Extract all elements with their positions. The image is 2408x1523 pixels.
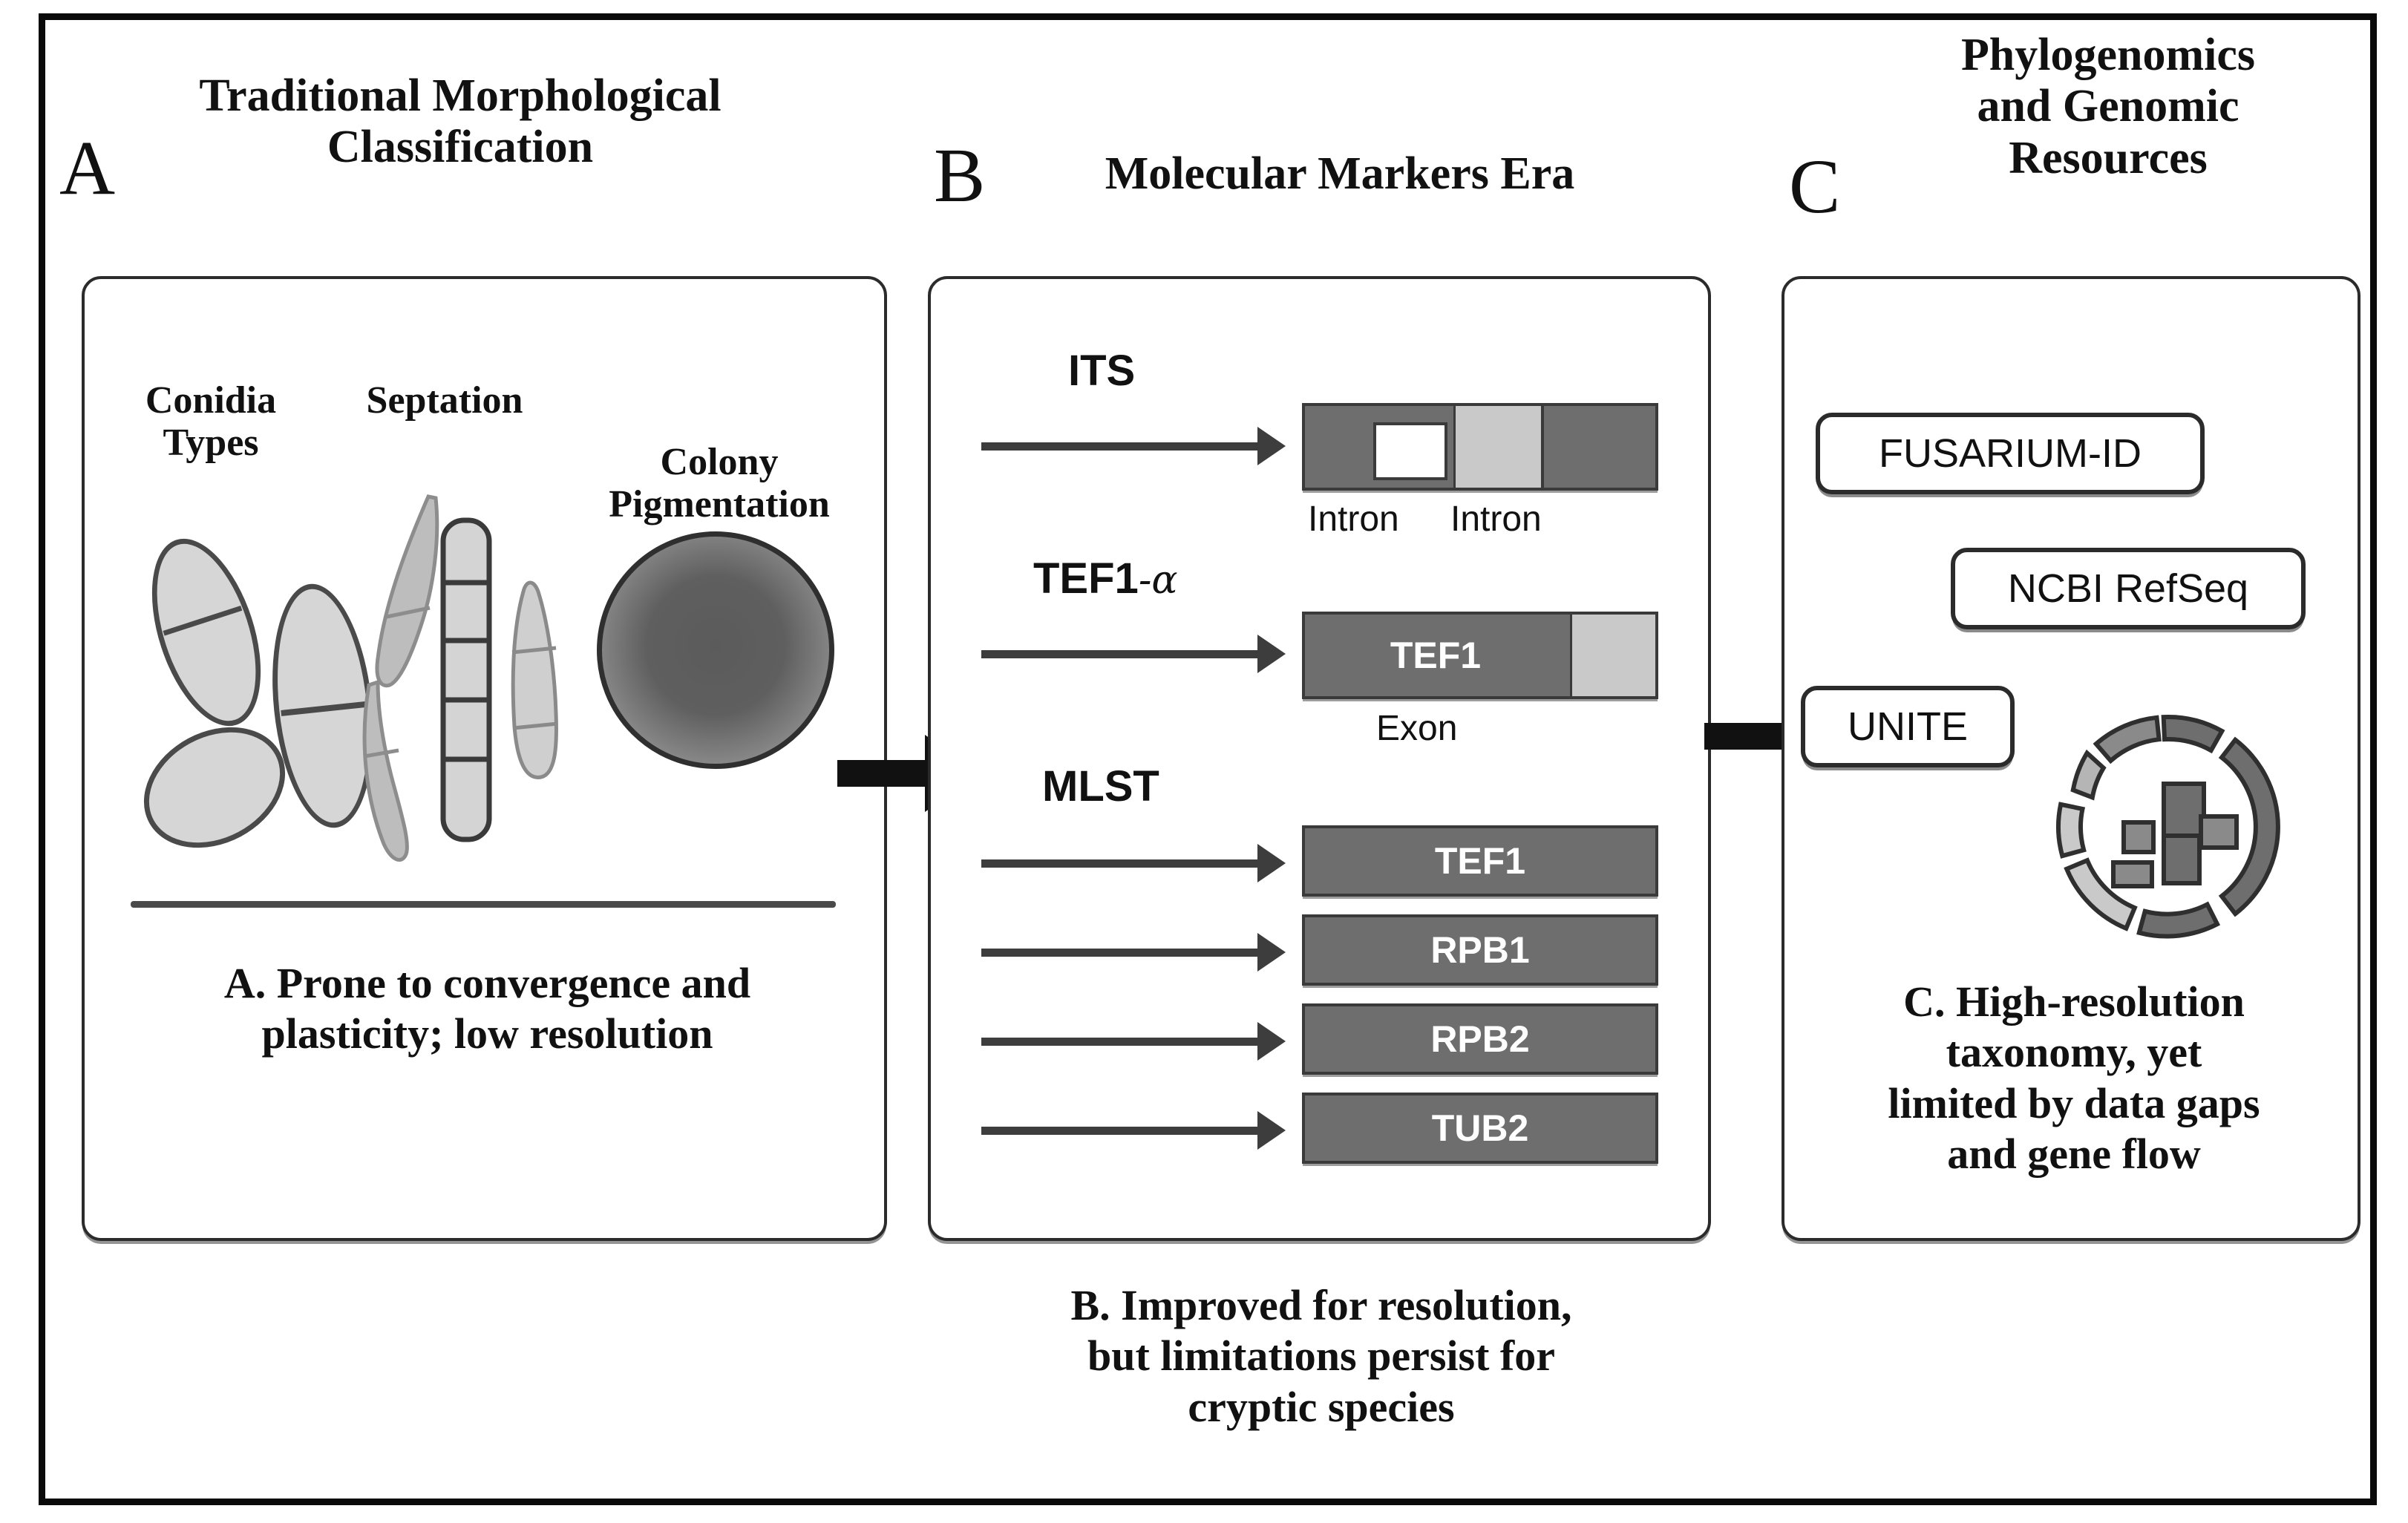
- macroconidium-septate: [440, 517, 492, 842]
- panel-box-c: FUSARIUM-ID NCBI RefSeq UNITE: [1782, 276, 2360, 1241]
- panel-title-a: Traditional Morphological Classification: [134, 71, 787, 174]
- septa-group: [445, 580, 488, 762]
- sublabel-intron-right: Intron: [1450, 500, 1542, 539]
- panel-title-c-line1: Phylogenomics: [1960, 30, 2256, 80]
- panel-letter-c: C: [1789, 144, 1841, 229]
- marker-label-tef1a: TEF1-α: [1033, 557, 1178, 600]
- gene-bar-mlst-rpb1: RPB1: [1302, 914, 1658, 986]
- arc-segment-7: [2070, 749, 2107, 801]
- panel-caption-a-line1: A. Prone to convergence and: [223, 959, 751, 1007]
- arrow-shaft: [981, 1038, 1263, 1046]
- panel-caption-a: A. Prone to convergence and plasticity; …: [99, 958, 875, 1060]
- genome-block-2: [2162, 833, 2202, 885]
- genome-block-4: [2121, 820, 2156, 854]
- right-arrow-icon: [1257, 1022, 1286, 1061]
- gene-bar-mlst-rpb1-label: RPB1: [1430, 929, 1530, 971]
- sublabel-exon: Exon: [1376, 709, 1458, 748]
- colony-pigmentation-icon: [597, 531, 834, 769]
- arrow-shaft: [981, 1127, 1263, 1135]
- sublabel-conidia-types: Conidia Types: [107, 379, 315, 464]
- sublabel-conidia-line2: Types: [163, 422, 259, 465]
- panel-letter-b: B: [934, 133, 986, 218]
- genome-block-1: [2162, 782, 2206, 844]
- panel-box-a: Conidia Types Septation Colony Pigmentat…: [82, 276, 887, 1241]
- sublabel-colony-pigmentation: Colony Pigmentation: [560, 441, 879, 525]
- septum: [163, 606, 243, 636]
- macroconidium-curved-1: [375, 494, 439, 688]
- panel-box-b: ITS Intron Intron TEF1-α TEF1 Exon MLST …: [928, 276, 1711, 1241]
- marker-label-tef1a-greek: -α: [1138, 558, 1178, 603]
- db-chip-unite[interactable]: UNITE: [1801, 686, 2015, 767]
- its-divider: [1541, 406, 1544, 488]
- sublabel-colony-line2: Pigmentation: [609, 483, 830, 526]
- arrow-shaft: [981, 949, 1263, 957]
- genome-circos-icon: [2056, 715, 2280, 939]
- septum: [364, 748, 399, 759]
- db-chip-ncbi-refseq[interactable]: NCBI RefSeq: [1951, 548, 2306, 629]
- panel-caption-c-line3: limited by data gaps: [1888, 1078, 2260, 1127]
- arrow-shaft: [981, 859, 1263, 868]
- right-arrow-icon: [1257, 933, 1286, 972]
- panel-caption-b: B. Improved for resolution, but limitati…: [913, 1280, 1730, 1432]
- panel-title-c-line2: and Genomic: [1977, 81, 2239, 132]
- right-arrow-icon: [1257, 1111, 1286, 1150]
- marker-label-its: ITS: [1068, 347, 1136, 395]
- panel-caption-b-line1: B. Improved for resolution,: [1070, 1281, 1572, 1329]
- septum: [386, 606, 431, 619]
- gene-bar-its: [1302, 403, 1658, 491]
- arc-segment-3: [2218, 736, 2280, 917]
- arc-segment-5: [2064, 857, 2138, 931]
- panel-caption-b-line3: cryptic species: [1188, 1382, 1455, 1431]
- panel-title-c-line3: Resources: [2009, 132, 2208, 183]
- gene-bar-mlst-rpb2-label: RPB2: [1430, 1018, 1530, 1060]
- arc-segment-4: [2136, 901, 2221, 939]
- macroconidium-short: [511, 580, 558, 779]
- sublabel-colony-line1: Colony: [660, 441, 779, 483]
- its-light-segment: [1453, 406, 1543, 488]
- arrow-shaft: [837, 760, 934, 787]
- sublabel-intron-left: Intron: [1308, 500, 1399, 539]
- panel-caption-c-line4: and gene flow: [1947, 1130, 2201, 1179]
- gene-bar-tef1a-label: TEF1: [1390, 635, 1482, 676]
- genome-block-5: [2111, 860, 2154, 888]
- right-arrow-icon: [1257, 427, 1286, 465]
- gene-bar-mlst-tub2-label: TUB2: [1431, 1107, 1529, 1149]
- panel-title-a-line1: Traditional Morphological: [199, 71, 722, 121]
- panel-caption-c: C. High-resolution taxonomy, yet limited…: [1792, 977, 2356, 1180]
- macroconidium-curved-2: [362, 679, 409, 862]
- sublabel-septation: Septation: [366, 379, 523, 422]
- septation-group: [362, 494, 558, 862]
- gene-bar-mlst-tef1-label: TEF1: [1434, 840, 1526, 882]
- marker-label-mlst: MLST: [1042, 762, 1159, 810]
- right-arrow-icon: [1257, 635, 1286, 673]
- panel-caption-c-line1: C. High-resolution: [1903, 977, 2245, 1026]
- tef1a-light-segment: [1570, 615, 1655, 696]
- conidium-ellipse-1: [131, 525, 282, 740]
- arrow-shaft: [981, 650, 1263, 658]
- genome-block-3: [2199, 814, 2239, 850]
- panel-title-b: Molecular Markers Era: [1105, 148, 1575, 199]
- panel-a-divider: [131, 901, 836, 908]
- right-arrow-icon: [1257, 844, 1286, 882]
- septa-group: [511, 646, 558, 730]
- arrow-shaft: [981, 442, 1263, 451]
- db-chip-fusarium-id[interactable]: FUSARIUM-ID: [1816, 413, 2205, 494]
- panel-caption-a-line2: plasticity; low resolution: [261, 1009, 713, 1058]
- panel-caption-c-line2: taxonomy, yet: [1946, 1028, 2202, 1077]
- panel-letter-a: A: [59, 125, 116, 211]
- arc-segment-2: [2161, 715, 2225, 754]
- sublabel-conidia-line1: Conidia: [145, 379, 277, 422]
- arc-segment-6: [2056, 802, 2087, 859]
- panel-title-c: Phylogenomics and Genomic Resources: [1878, 30, 2338, 184]
- panel-caption-b-line2: but limitations persist for: [1087, 1332, 1555, 1380]
- marker-label-tef1a-text: TEF1: [1033, 554, 1139, 603]
- arc-segment-1: [2093, 715, 2162, 764]
- gene-bar-tef1a: TEF1: [1302, 612, 1658, 699]
- gene-bar-mlst-tef1: TEF1: [1302, 825, 1658, 897]
- panel-title-a-line2: Classification: [327, 122, 594, 173]
- its-white-segment: [1373, 422, 1447, 480]
- gene-bar-mlst-rpb2: RPB2: [1302, 1003, 1658, 1075]
- gene-bar-mlst-tub2: TUB2: [1302, 1093, 1658, 1164]
